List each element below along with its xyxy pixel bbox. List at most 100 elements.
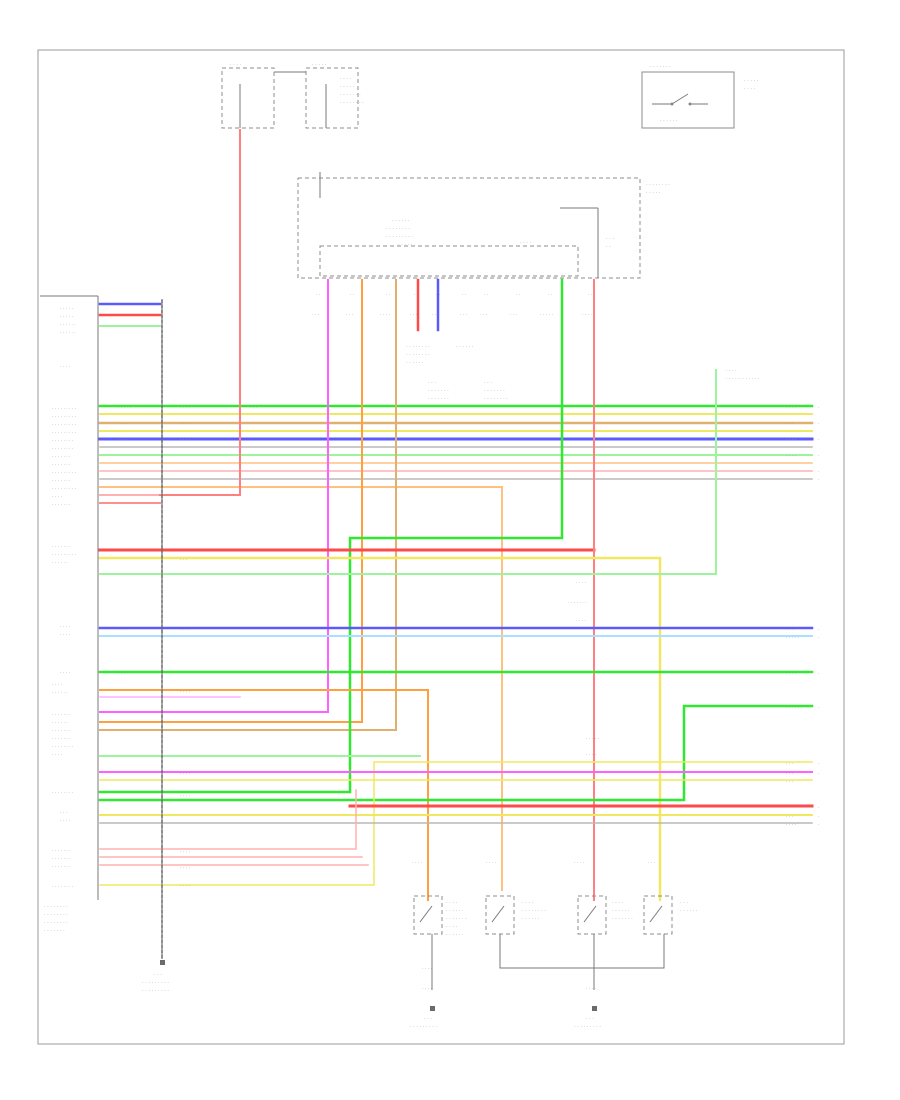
svg-text:· · · ·: · · · · [180,794,190,799]
svg-text:· · ·: · · · [680,900,688,906]
svg-text:· · ·: · · · [484,380,492,386]
svg-text:· · · · · ·: · · · · · · [660,118,678,124]
svg-text:· · · · · · ·: · · · · · · · [52,849,71,854]
svg-text:· · ·: · · · [786,780,793,785]
svg-text:· ·: · · [548,293,552,298]
svg-text:· · · · · · · ·: · · · · · · · · [406,352,430,358]
svg-text:· · · · · · ·: · · · · · · · [568,601,587,606]
svg-text:· · · · · · ·: · · · · · · · [52,865,71,870]
svg-text:· · · · ·: · · · · · [586,737,599,742]
svg-text:· · · · · · ·: · · · · · · · [52,479,71,484]
svg-text:· · · · · · · ·: · · · · · · · · [484,396,508,402]
svg-text:· · · · · · · · ·: · · · · · · · · · [52,407,76,412]
svg-text:· · ·: · · · [180,558,187,563]
svg-text:· · · ·: · · · · [60,671,70,676]
svg-text:· · · ·: · · · · [422,967,432,972]
svg-text:· · · ·: · · · · [726,369,736,374]
svg-text:· · · · ·: · · · · · [118,406,131,411]
svg-text:· · · · ·: · · · · · [60,307,73,312]
wire-yellow-3 [98,556,662,902]
svg-text:· · · · · ·: · · · · · · [522,916,540,922]
svg-text:· · · · · · · ·: · · · · · · · · [646,182,670,188]
svg-text:· · · · · · · ·: · · · · · · · · [386,226,410,232]
svg-text:· · ·: · · · [410,313,417,318]
svg-text:· · ·: · · · [154,972,162,978]
svg-text:·: · [818,636,819,641]
svg-text:·: · [818,470,819,475]
svg-text:· · · ·: · · · · [520,240,532,246]
svg-text:· · ·: · · · [510,313,517,318]
svg-text:· · ·: · · · [250,406,257,411]
svg-text:· · · ·: · · · · [576,619,586,624]
wire-magenta-meter [99,279,329,713]
svg-text:· · ·: · · · [432,313,439,318]
svg-text:·: · [818,772,819,777]
svg-text:· ·: · · [386,293,390,298]
svg-text:· · · · ·: · · · · · [540,313,553,318]
svg-text:· · · · · ·: · · · · · · [60,323,76,328]
svg-text:· · · · · · · ·: · · · · · · · · [44,912,68,918]
svg-text:· · · ·: · · · · [786,454,796,459]
svg-text:·: · [818,422,819,427]
svg-text:· · ·: · · · [60,811,67,816]
svg-text:·: · [818,806,819,811]
svg-text:· ·: · · [588,293,592,298]
svg-text:· · · · · · ·: · · · · · · · [52,857,71,862]
svg-text:· · · · · ·: · · · · · · [52,721,68,726]
svg-text:·: · [818,454,819,459]
wire-pink-4 [99,789,357,850]
svg-text:· · · · · · · ·: · · · · · · · · [52,447,73,452]
svg-text:·: · [818,823,819,828]
svg-text:· · · ·: · · · · [60,819,70,824]
svg-text:· · · · · ·: · · · · · · [52,561,68,566]
svg-text:· · · · ·: · · · · · [60,315,73,320]
svg-text:· · · · · ·: · · · · · · [446,932,464,938]
wire-green-meter [98,278,564,794]
svg-text:· · · ·: · · · · [60,633,70,638]
svg-text:· · · ·: · · · · [786,806,796,811]
svg-text:· ·: · · [462,293,466,298]
svg-text:· · · ·: · · · · [60,365,70,370]
svg-text:·: · [818,815,819,820]
wire-red-fuse [159,129,241,496]
svg-text:· · · · ·: · · · · · [340,84,355,90]
svg-text:· · · · · · ·: · · · · · · · [52,545,71,550]
svg-text:· · · ·: · · · · [582,313,592,318]
svg-text:· · · · · · · ·: · · · · · · · · [406,344,430,350]
wiring [98,129,814,959]
svg-text:· · · ·: · · · · [180,628,190,633]
svg-text:· · · ·: · · · · [486,861,496,866]
svg-text:· · · · · · · · ·: · · · · · · · · · [142,980,169,986]
diagram-frame [37,49,845,1045]
svg-text:· · · ·: · · · · [446,900,458,906]
svg-text:· · · · · ·: · · · · · · [446,908,464,914]
svg-text:· · · · · · · ·: · · · · · · · · [52,439,73,444]
svg-text:· · · ·: · · · · [522,900,534,906]
svg-text:· · · · · · ·: · · · · · · · [484,388,505,394]
svg-text:· · · · · ·: · · · · · · [392,218,410,224]
svg-text:· · · · · · · · ·: · · · · · · · · · [386,234,413,240]
svg-text:·: · [818,406,819,411]
svg-text:· · · · · ·: · · · · · · [52,691,68,696]
svg-text:· · · · ·: · · · · · [786,706,799,711]
svg-text:· · · ·: · · · · [180,422,190,427]
svg-text:· · · ·: · · · · [380,313,390,318]
svg-text:· · · ·: · · · · [118,422,128,427]
svg-text:· · · · · · · · ·: · · · · · · · · · [52,431,76,436]
svg-text:· · ·: · · · [424,1016,432,1022]
svg-text:· ·: · · [484,293,488,298]
svg-text:· · · · · · ·: · · · · · · · [52,463,71,468]
svg-text:· · · ·: · · · · [574,861,584,866]
svg-text:· · ·: · · · [586,1016,594,1022]
control-unit: · · · · · · · · · · · · · · · · · · · · … [319,218,614,277]
svg-text:· · · · · ·: · · · · · · [680,908,698,914]
switch-4: · · · · · · · · · [643,895,698,935]
svg-text:· · · ·: · · · · [446,924,458,930]
svg-text:· · · ·: · · · · [52,683,62,688]
wire-tan-drop [99,486,503,891]
svg-text:· · · · · · ·: · · · · · · · [52,737,71,742]
wire-labels: · · · · · · · · · · · · · · · · · · · · … [118,369,799,889]
svg-text:· · · · ·: · · · · · [646,190,661,196]
fuse-block-group: · · · · · · · · · · · · · · · · · · · · … [221,62,364,129]
svg-text:· · · ·: · · · · [118,438,128,443]
